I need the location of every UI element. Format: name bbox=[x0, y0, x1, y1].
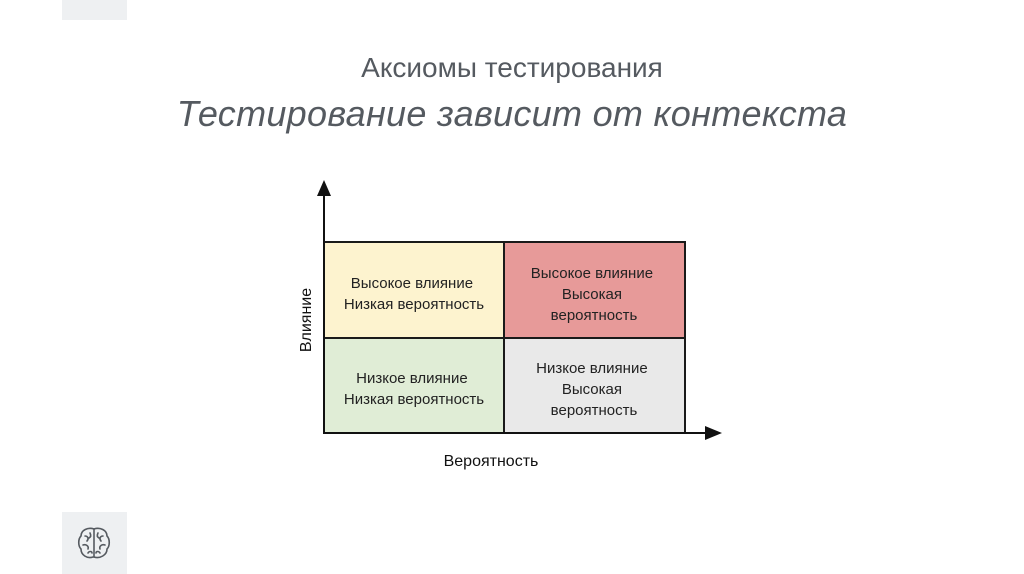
quadrant-label-line: Высокая bbox=[562, 381, 622, 398]
y-axis-label: Влияние bbox=[298, 288, 315, 352]
brain-icon bbox=[77, 527, 111, 559]
quadrant-top-right-label: Высокое влияние Высокая вероятность bbox=[531, 265, 657, 324]
quadrant-label-line: Низкое влияние bbox=[536, 360, 648, 377]
slide-title: Аксиомы тестирования bbox=[361, 52, 663, 83]
y-axis-arrowhead bbox=[317, 180, 331, 196]
quadrant-bottom-right-label: Низкое влияние Высокая вероятность bbox=[536, 360, 652, 419]
corner-tab bbox=[62, 0, 127, 20]
quadrant-label-line: Высокая bbox=[562, 286, 622, 303]
quadrant-label-line: Низкое влияние bbox=[356, 370, 468, 387]
quadrant-bottom-right bbox=[503, 337, 686, 434]
quadrant-label-line: Высокое влияние bbox=[531, 265, 653, 282]
x-axis-arrowhead bbox=[705, 426, 722, 440]
quadrant-top-right bbox=[503, 241, 686, 339]
quadrant-label-line: Высокое влияние bbox=[351, 275, 473, 292]
quadrant-label-line: вероятность bbox=[551, 307, 638, 324]
quadrant-bottom-left bbox=[323, 337, 505, 434]
x-axis-label: Вероятность bbox=[444, 453, 539, 470]
quadrant-label-line: Низкая вероятность bbox=[344, 296, 484, 313]
quadrant-top-left-label: Высокое влияние Низкая вероятность bbox=[344, 275, 484, 313]
brain-badge bbox=[62, 512, 127, 574]
quadrant-label-line: вероятность bbox=[551, 402, 638, 419]
quadrant-bottom-left-label: Низкое влияние Низкая вероятность bbox=[344, 370, 484, 408]
quadrant-label-line: Низкая вероятность bbox=[344, 391, 484, 408]
slide-subtitle: Тестирование зависит от контекста bbox=[176, 93, 848, 134]
